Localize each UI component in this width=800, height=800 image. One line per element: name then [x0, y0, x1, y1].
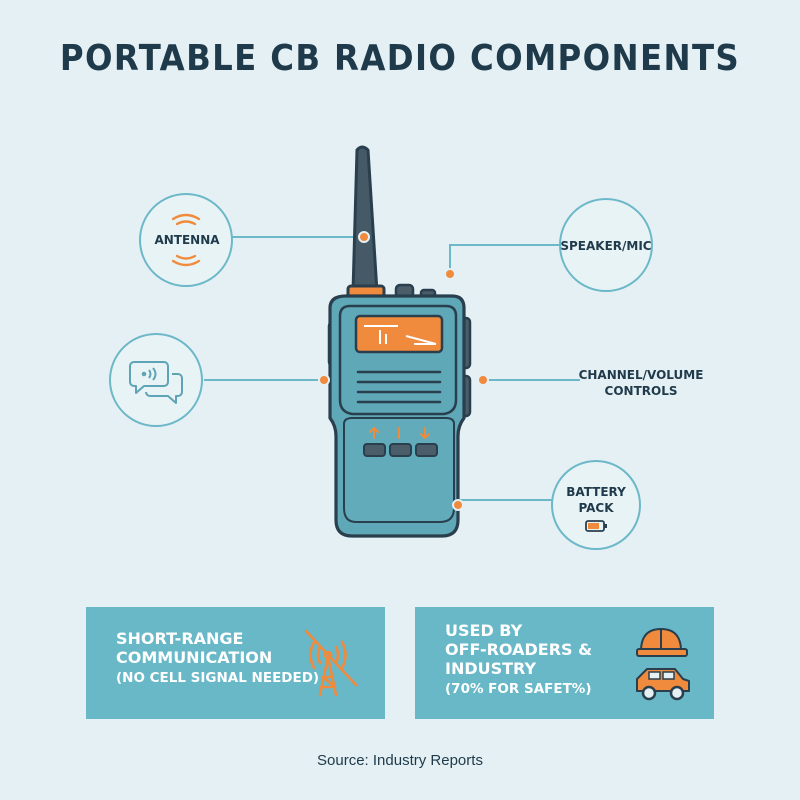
- keypad-button: [389, 443, 412, 457]
- chat-bubbles-icon: [129, 361, 183, 404]
- page-title: PORTABLE CB RADIO COMPONENTS: [59, 38, 741, 79]
- short-range-panel: SHORT-RANGE COMMUNICATION (NO CELL SIGNA…: [86, 607, 385, 719]
- keypad-button: [415, 443, 438, 457]
- channel-volume-label-line1: CHANNEL/VOLUME: [578, 368, 704, 382]
- battery-pack-label: BATTERY PACK: [556, 484, 636, 516]
- panel-left-line2: COMMUNICATION: [116, 648, 273, 667]
- keypad-button: [363, 443, 386, 457]
- battery-callout-circle: [551, 460, 641, 550]
- antenna-label: ANTENNA: [154, 233, 220, 247]
- speaker-grille: [356, 370, 442, 404]
- panel-left-line3: (NO CELL SIGNAL NEEDED): [116, 670, 320, 686]
- panel-right-line3: INDUSTRY: [445, 659, 537, 678]
- battery-dot: [452, 499, 464, 511]
- off-road-vehicle-icon: [636, 668, 690, 701]
- antenna-callout-circle: [139, 193, 233, 287]
- panel-left-line1: SHORT-RANGE: [116, 629, 244, 648]
- no-signal-tower-icon: [304, 629, 358, 697]
- panel-right-line4: (70% FOR SAFET%): [445, 681, 592, 697]
- speaker-callout-circle: [559, 198, 653, 292]
- users-panel: USED BY OFF-ROADERS & INDUSTRY (70% FOR …: [415, 607, 714, 719]
- signal-waves-icon: [171, 213, 201, 267]
- hard-hat-icon: [636, 627, 688, 657]
- battery-icon: [585, 520, 607, 532]
- speaker-dot: [444, 268, 456, 280]
- arrow-icons: [369, 426, 430, 440]
- radio-display: [354, 314, 444, 354]
- speaker-connector-line: [449, 244, 560, 272]
- antenna-dot: [358, 231, 370, 243]
- panel-right-line1: USED BY: [445, 621, 523, 640]
- short-range-panel-text: SHORT-RANGE COMMUNICATION (NO CELL SIGNA…: [116, 629, 319, 689]
- controls-dot: [477, 374, 489, 386]
- channel-volume-label: CHANNEL/VOLUME CONTROLS: [566, 367, 716, 399]
- battery-label-line2: PACK: [578, 501, 614, 515]
- battery-connector-line: [457, 499, 553, 505]
- speaker-mic-label: SPEAKER/MIC: [560, 239, 652, 253]
- voice-dot: [318, 374, 330, 386]
- panel-right-line2: OFF-ROADERS &: [445, 640, 593, 659]
- users-panel-text: USED BY OFF-ROADERS & INDUSTRY (70% FOR …: [445, 621, 592, 700]
- channel-volume-label-line2: CONTROLS: [604, 384, 678, 398]
- voice-callout-circle: [109, 333, 203, 427]
- source-note: Source: Industry Reports: [317, 752, 483, 769]
- battery-label-line1: BATTERY: [566, 485, 626, 499]
- radio-antenna: [346, 145, 386, 301]
